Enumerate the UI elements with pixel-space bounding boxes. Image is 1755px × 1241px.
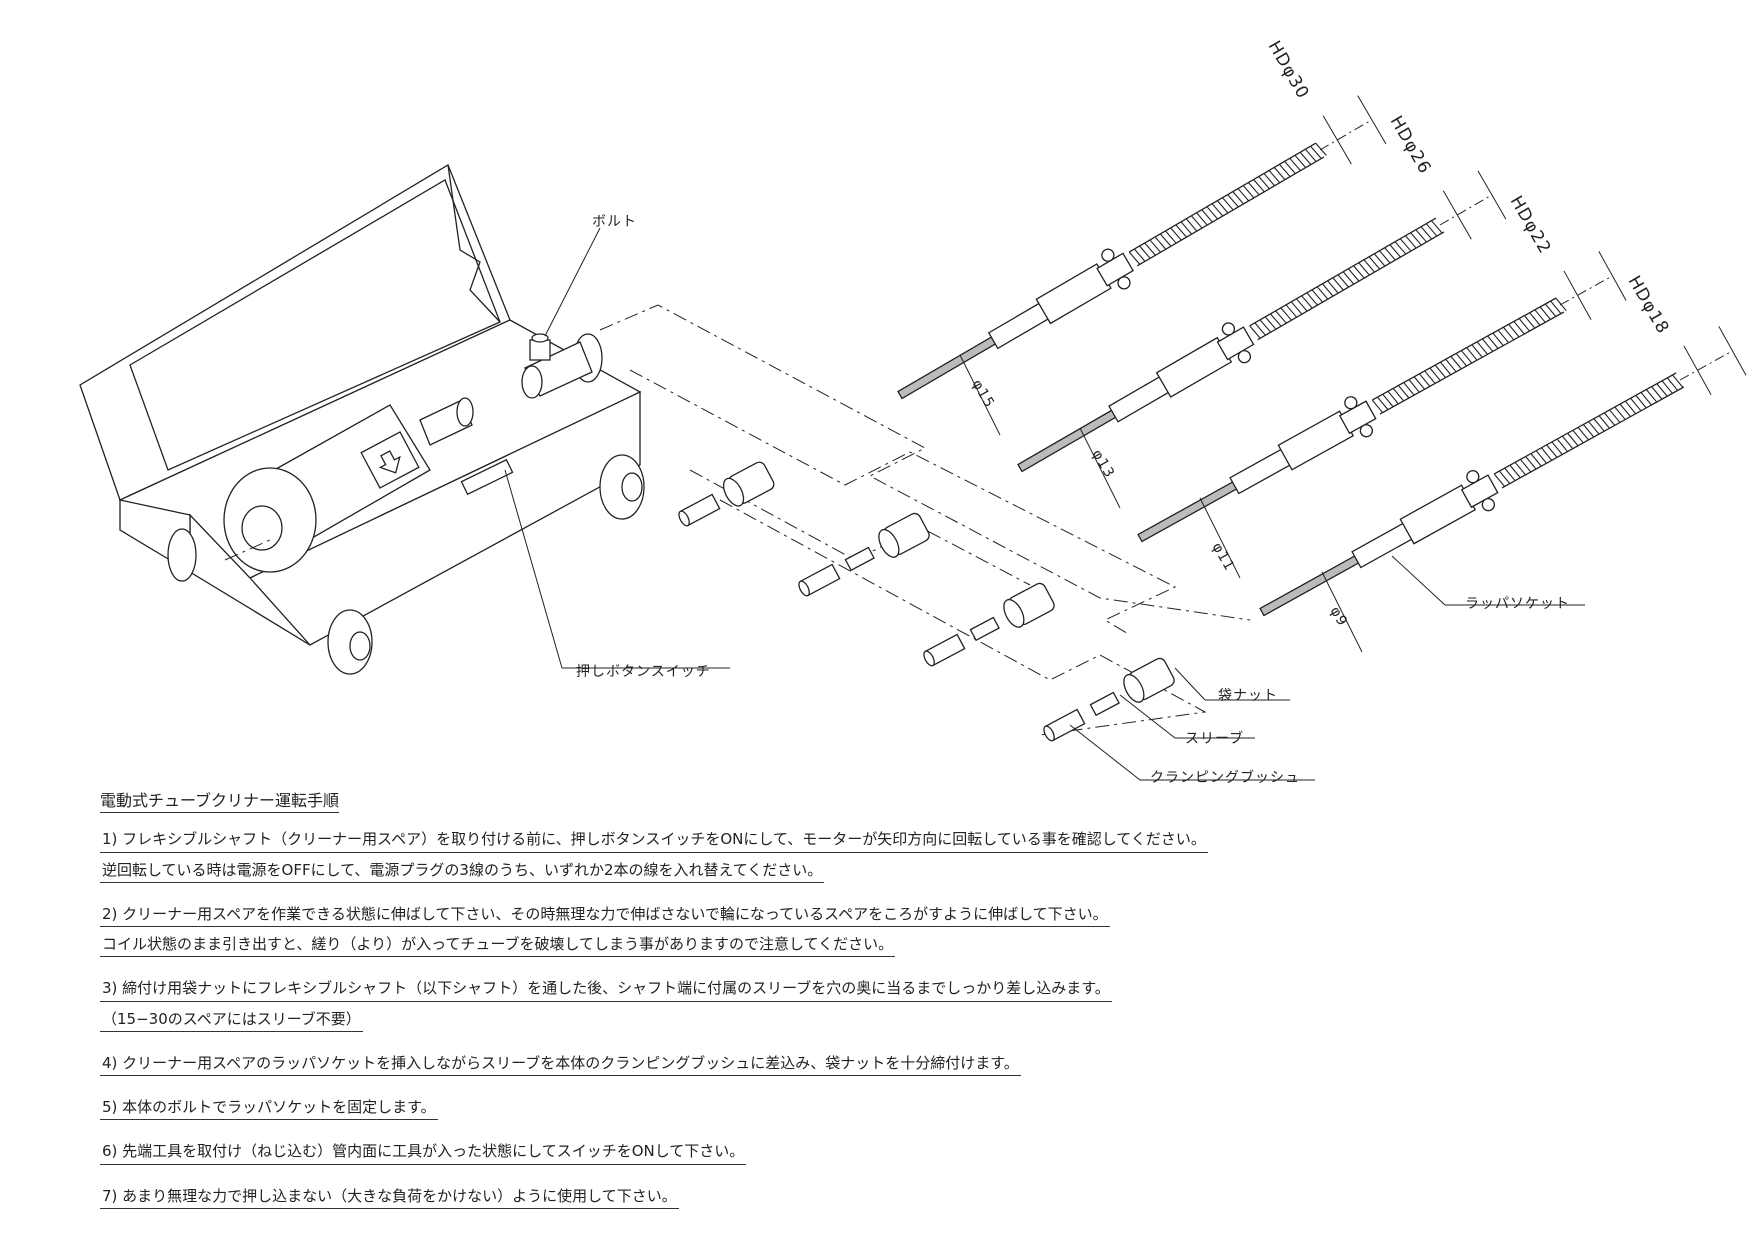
hose-hd-label: HDφ18 <box>1624 273 1673 338</box>
rotation-arrow-plate <box>360 431 420 489</box>
instruction-step: 3) 締付け用袋ナットにフレキシブルシャフト（以下シャフト）を通した後、シャフト… <box>100 980 1400 1041</box>
motor <box>223 397 474 573</box>
push-switch-label: 押しボタンスイッチ <box>576 664 711 680</box>
bag-nut-label: 袋ナット <box>1218 688 1278 704</box>
lapper-socket <box>1351 521 1415 569</box>
cleaner-machine <box>79 164 730 675</box>
clamping-bush-label: クランピングブッシュ <box>1150 769 1300 786</box>
lapper-socket-label: ラッパソケット <box>1465 596 1570 612</box>
instruction-line: （15−30のスペアにはスリーブ不要） <box>100 1010 363 1032</box>
instruction-line: 7) あまり無理な力で押し込まない（大きな負荷をかけない）ように使用して下さい。 <box>100 1187 679 1209</box>
shaft-diameter-label: φ13 <box>1089 447 1118 481</box>
instruction-step: 2) クリーナー用スペアを作業できる状態に伸ばして下さい、その時無理な力で伸ばさ… <box>100 905 1400 967</box>
instruction-line: 1) フレキシブルシャフト（クリーナー用スペア）を取り付ける前に、押しボタンスイ… <box>100 831 1208 853</box>
inner-shaft <box>1259 554 1362 617</box>
instruction-step: 6) 先端工具を取付け（ねじ込む）管内面に工具が入った状態にしてスイッチをONし… <box>100 1143 1400 1173</box>
coil-hose <box>1371 297 1567 415</box>
instruction-steps: 1) フレキシブルシャフト（クリーナー用スペア）を取り付ける前に、押しボタンスイ… <box>100 831 1400 1218</box>
coil-hose <box>1493 372 1685 489</box>
flexible-shaft-assembly <box>897 95 1387 436</box>
flexible-shaft-assembly <box>1017 170 1507 509</box>
bolt-label: ボルト <box>592 214 637 230</box>
instruction-line: 2) クリーナー用スペアを作業できる状態に伸ばして下さい、その時無理な力で伸ばさ… <box>100 905 1110 928</box>
exploded-assembly-diagram: ボルト 押しボタンスイッチ ラッパソケット 袋ナット スリーブ クランピングブッ… <box>79 38 1747 786</box>
wheel <box>327 609 373 675</box>
fitting-set <box>1043 657 1175 742</box>
instruction-line: 5) 本体のボルトでラッパソケットを固定します。 <box>100 1098 438 1121</box>
hose-hd-label: HDφ22 <box>1506 193 1555 258</box>
instruction-line: 4) クリーナー用スペアのラッパソケットを挿入しながらスリーブを本体のクランピン… <box>100 1054 1021 1077</box>
fitting-layer <box>678 461 1175 742</box>
flexible-shaft-assembly <box>1137 251 1627 579</box>
instruction-line: コイル状態のまま引き出すと、縒り（より）が入ってチューブを破壊してしまう事があり… <box>100 935 896 958</box>
operating-instructions: 電動式チューブクリナー運転手順 1) フレキシブルシャフト（クリーナー用スペア）… <box>100 791 1400 1232</box>
push-button-switch <box>460 458 514 496</box>
instruction-step: 1) フレキシブルシャフト（クリーナー用スペア）を取り付ける前に、押しボタンスイ… <box>100 831 1400 892</box>
sleeve <box>844 546 875 572</box>
sleeve <box>1089 691 1120 717</box>
fitting-set <box>923 582 1055 667</box>
clamp-socket <box>521 333 593 399</box>
instruction-step: 5) 本体のボルトでラッパソケットを固定します。 <box>100 1098 1400 1129</box>
fitting-set <box>678 461 775 527</box>
sleeve-label: スリーブ <box>1185 730 1244 747</box>
inner-shaft <box>1137 480 1240 543</box>
hose-layer <box>897 95 1747 653</box>
coil-hose <box>1128 142 1327 267</box>
wheel <box>167 528 197 582</box>
lapper-socket <box>1108 375 1171 423</box>
shaft-diameter-label: φ15 <box>969 377 998 411</box>
instruction-line: 3) 締付け用袋ナットにフレキシブルシャフト（以下シャフト）を通した後、シャフト… <box>100 980 1112 1002</box>
fitting-set <box>798 512 930 597</box>
instruction-step: 4) クリーナー用スペアのラッパソケットを挿入しながらスリーブを本体のクランピン… <box>100 1054 1400 1085</box>
wheel <box>599 454 645 520</box>
coil-hose <box>1249 217 1445 341</box>
lapper-socket <box>1229 447 1293 495</box>
instruction-step: 7) あまり無理な力で押し込まない（大きな負荷をかけない）ように使用して下さい。 <box>100 1187 1400 1218</box>
sleeve <box>969 616 1000 642</box>
shaft-diameter-label: φ11 <box>1209 540 1238 574</box>
instruction-line: 逆回転している時は電源をOFFにして、電源プラグの3線のうち、いずれか2本の線を… <box>100 861 825 883</box>
hose-hd-label: HDφ30 <box>1264 38 1313 103</box>
lapper-socket <box>987 301 1051 350</box>
shaft-diameter-label: φ9 <box>1327 604 1351 629</box>
instructions-title: 電動式チューブクリナー運転手順 <box>100 791 340 814</box>
hose-hd-label: HDφ26 <box>1386 113 1435 178</box>
instruction-line: 6) 先端工具を取付け（ねじ込む）管内面に工具が入った状態にしてスイッチをONし… <box>100 1143 747 1165</box>
flexible-shaft-assembly <box>1259 326 1747 653</box>
